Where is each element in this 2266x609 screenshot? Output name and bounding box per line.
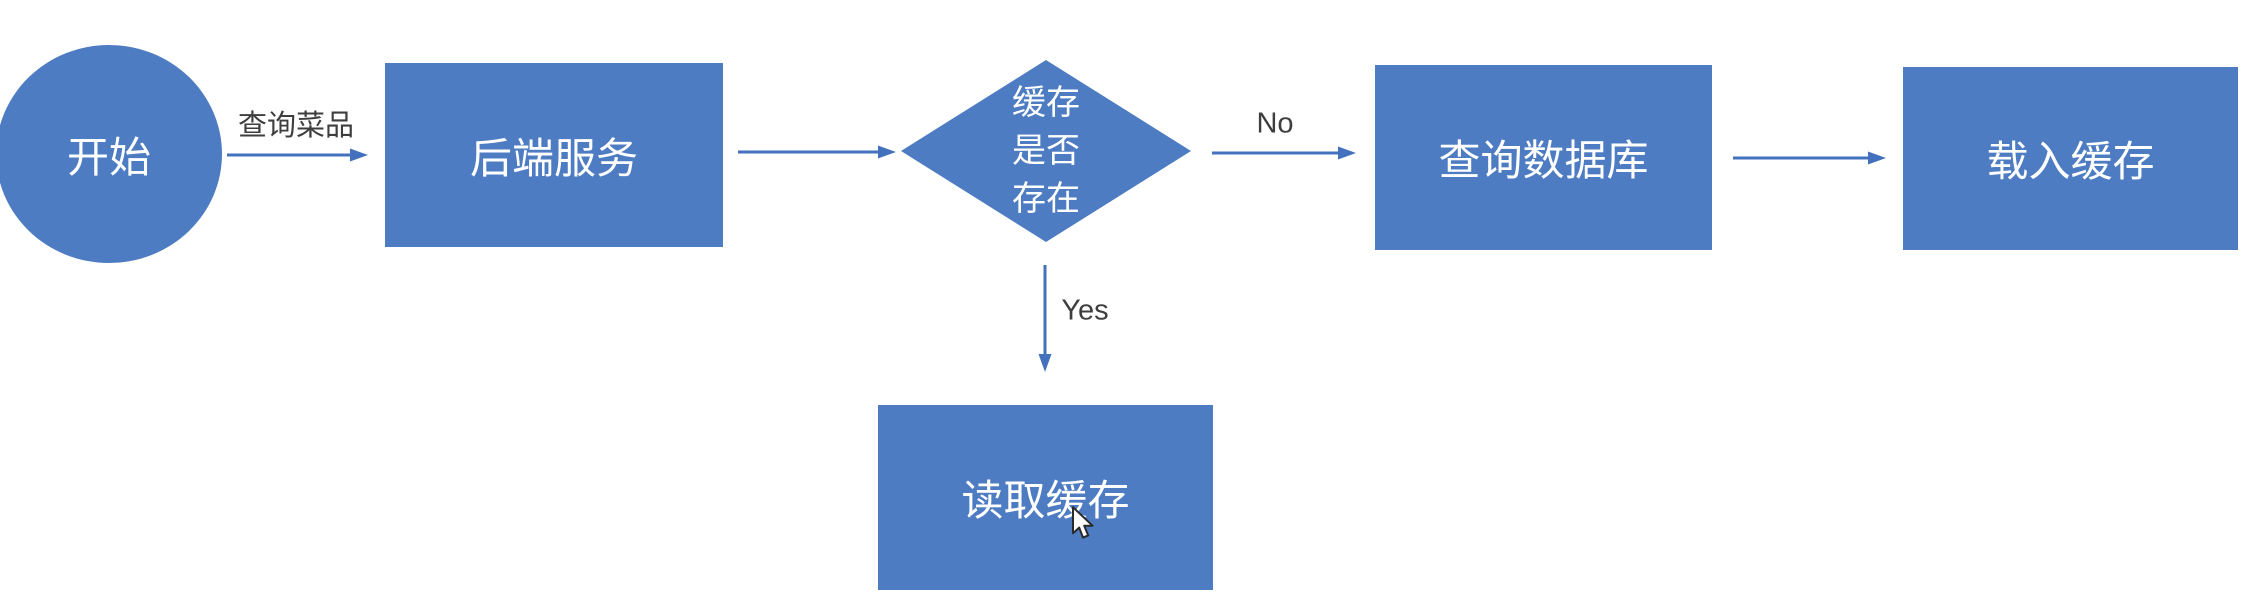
flow-node-load-cache-label: 载入缓存	[1986, 138, 2155, 185]
cache-check-line3: 存在	[1012, 180, 1080, 218]
flow-node-read-cache-label: 读取缓存	[961, 477, 1130, 524]
flow-node-query-database-label: 查询数据库	[1438, 137, 1649, 184]
flow-node-load-cache: 载入缓存	[1903, 67, 2238, 250]
diamond-shape	[901, 60, 1191, 242]
flow-node-query-database: 查询数据库	[1375, 65, 1712, 250]
flow-node-backend-service-label: 后端服务	[469, 134, 638, 182]
flow-node-cache-check: 缓存 是否 存在	[901, 60, 1191, 242]
cache-check-line1: 缓存	[1012, 84, 1080, 122]
flow-node-read-cache: 读取缓存	[878, 405, 1213, 590]
edge-label-query-dish: 查询菜品	[237, 110, 355, 142]
flow-node-backend-service: 后端服务	[385, 63, 723, 247]
flow-node-start-label: 开始	[66, 133, 151, 181]
edge-label-no: No	[1256, 107, 1294, 140]
flow-node-start: 开始	[0, 45, 222, 263]
edge-label-yes: Yes	[1061, 294, 1109, 327]
cache-check-line2: 是否	[1012, 132, 1080, 170]
flow-node-cache-check-label: 缓存 是否 存在	[901, 60, 1191, 242]
